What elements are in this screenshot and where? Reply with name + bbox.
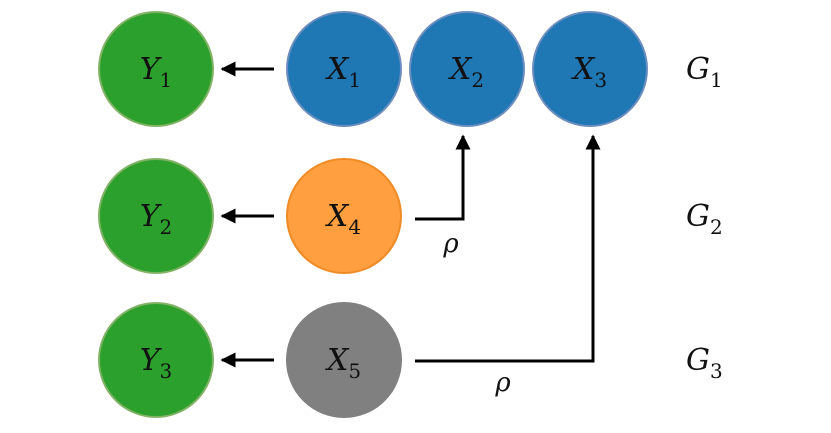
node-x2: X2	[409, 11, 525, 127]
node-x4-label: X4	[325, 199, 361, 239]
node-x2-circle	[409, 11, 525, 127]
node-y3: Y3	[98, 302, 214, 418]
node-x4-circle	[286, 158, 402, 274]
arrow-x4-to-x2	[415, 134, 471, 221]
node-y2-label: Y2	[140, 199, 173, 239]
node-x2-label: X2	[448, 52, 484, 92]
node-x3-circle	[532, 11, 648, 127]
node-x5: X5	[286, 302, 402, 418]
node-y3-label: Y3	[140, 343, 173, 383]
node-x1-circle	[286, 11, 402, 127]
node-x3: X3	[532, 11, 648, 127]
arrow-x5-to-x3	[415, 134, 601, 363]
group-label-g1: G1	[686, 52, 723, 92]
node-x4: X4	[286, 158, 402, 274]
node-y1: Y1	[98, 11, 214, 127]
edge-label-x4-x2: ρ	[442, 229, 459, 259]
node-x3-label: X3	[571, 52, 607, 92]
node-x5-label: X5	[325, 343, 361, 383]
node-y2: Y2	[98, 158, 214, 274]
node-y1-circle	[98, 11, 214, 127]
node-y2-circle	[98, 158, 214, 274]
node-y1-label: Y1	[140, 52, 173, 92]
node-x1-label: X1	[325, 52, 361, 92]
node-y3-circle	[98, 302, 214, 418]
edge-label-x5-x3: ρ	[494, 368, 511, 398]
group-label-g3: G3	[686, 343, 723, 383]
group-label-g2: G2	[686, 199, 723, 239]
node-x1: X1	[286, 11, 402, 127]
node-x5-circle	[286, 302, 402, 418]
